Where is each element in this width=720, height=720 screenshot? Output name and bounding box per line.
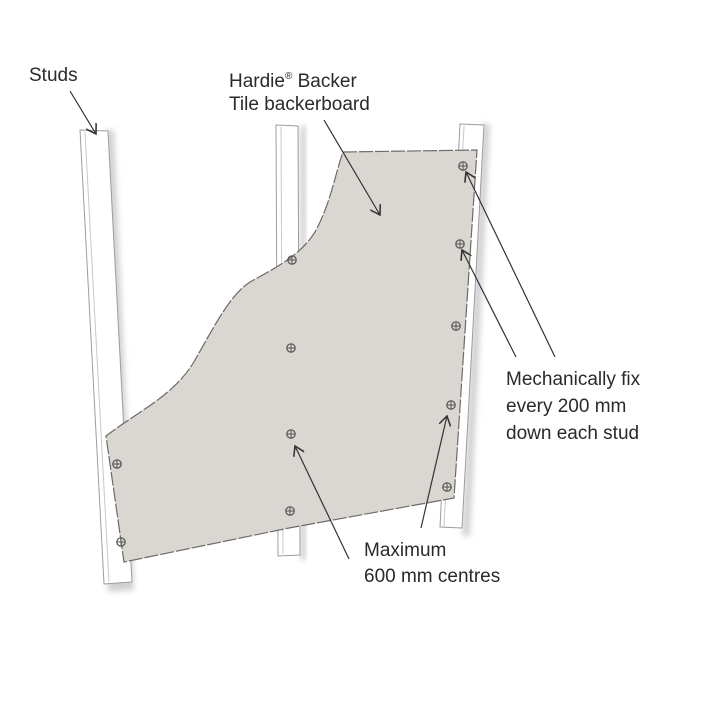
registered-mark: ® [284,71,293,82]
arrow-fix-top-icon [466,172,556,358]
arrow-fix-second-icon [462,250,517,358]
label-backerboard: Hardie® Backer Tile backerboard [229,65,370,116]
screw-icon [287,255,297,265]
label-maximum-centres: Maximum 600 mm centres [364,540,501,587]
backerboard-sheet [105,149,478,563]
arrow-backerboard-icon [323,119,380,215]
screw-icon [442,482,452,492]
arrow-studs-icon [69,90,96,134]
screw-icon [458,161,468,171]
screw-fixings [112,161,468,547]
arrow-fix-bottom-icon [420,416,447,529]
screw-icon [451,321,461,331]
screw-icon [286,343,296,353]
screw-icon [446,400,456,410]
screw-icon [285,506,295,516]
screw-icon [116,537,126,547]
arrow-max-centres-icon [295,446,350,560]
label-studs: Studs [29,65,78,86]
label-mechanically-fix: Mechanically fix every 200 mm down each … [506,369,641,444]
label-backerboard-line1: Hardie® Backer [229,71,357,92]
leader-arrows [69,90,556,560]
screw-icon [112,459,122,469]
screw-icon [286,429,296,439]
label-backerboard-line2: Tile backerboard [229,94,370,115]
screw-icon [455,239,465,249]
